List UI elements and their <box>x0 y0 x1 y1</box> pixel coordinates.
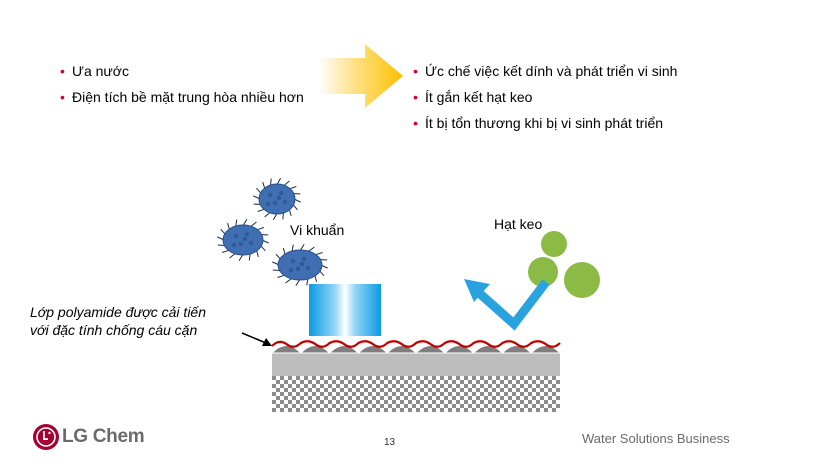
rejection-arrow <box>475 279 550 331</box>
membrane-pointer-head <box>262 338 272 346</box>
membrane-label-line2: với đặc tính chống cáu cặn <box>30 322 198 338</box>
bacterium-icon <box>253 177 301 221</box>
bullet-dot: • <box>413 63 418 79</box>
footer-business-text: Water Solutions Business <box>582 431 730 446</box>
right-bullet-item: • Ức chế việc kết dính và phát triển vi s… <box>413 58 743 84</box>
blocked-flow-block <box>309 284 381 336</box>
bullet-text: Ít bị tổn thương khi bị vi sinh phát tri… <box>425 115 664 131</box>
page-number: 13 <box>384 437 396 448</box>
lg-logo-icon <box>33 424 59 450</box>
left-bullet-item: • Ưa nước <box>60 58 315 84</box>
membrane-checker-layer <box>272 374 560 412</box>
colloid-label: Hạt keo <box>494 216 543 232</box>
left-bullet-list: • Ưa nước • Điện tích bề mặt trung hòa nhi… <box>60 58 315 110</box>
bacterium-icon <box>217 218 269 262</box>
right-bullet-item: • Ít bị tổn thương khi bị vi sinh phát tr… <box>413 110 743 136</box>
bacteria-label: Vi khuẩn <box>290 222 345 238</box>
bullet-dot: • <box>60 89 65 105</box>
membrane-label-line1: Lớp polyamide được cải tiến <box>30 304 206 320</box>
rejection-arrowhead <box>464 279 490 302</box>
right-bullet-item: • Ít gắn kết hạt keo <box>413 84 743 110</box>
membrane-support-layer <box>272 352 560 376</box>
lg-chem-logo: LG Chem <box>32 422 145 452</box>
bacterium-icon <box>272 243 328 287</box>
logo-text: LG Chem <box>62 426 145 447</box>
bullet-dot: • <box>60 63 65 79</box>
bullet-dot: • <box>413 89 418 105</box>
transition-arrow <box>318 44 403 108</box>
bullet-text: Điện tích bề mặt trung hòa nhiều hơn <box>72 89 304 105</box>
colloid-particle <box>541 231 567 257</box>
colloid-particle <box>528 257 558 287</box>
membrane-label: Lớp polyamide được cải tiến với đặc tính… <box>30 303 206 339</box>
bullet-text: Ít gắn kết hạt keo <box>425 89 533 105</box>
left-bullet-item: • Điện tích bề mặt trung hòa nhiều hơn <box>60 84 315 110</box>
colloid-particle <box>564 262 600 298</box>
bullet-text: Ức chế việc kết dính và phát triển vi si… <box>425 63 678 79</box>
membrane-pointer-line <box>241 332 267 344</box>
bullet-text: Ưa nước <box>72 63 129 79</box>
membrane-bumps <box>270 345 562 354</box>
right-bullet-list: • Ức chế việc kết dính và phát triển vi s… <box>413 58 743 136</box>
membrane-wave <box>271 340 561 348</box>
bullet-dot: • <box>413 115 418 131</box>
bacteria-group <box>217 177 328 287</box>
